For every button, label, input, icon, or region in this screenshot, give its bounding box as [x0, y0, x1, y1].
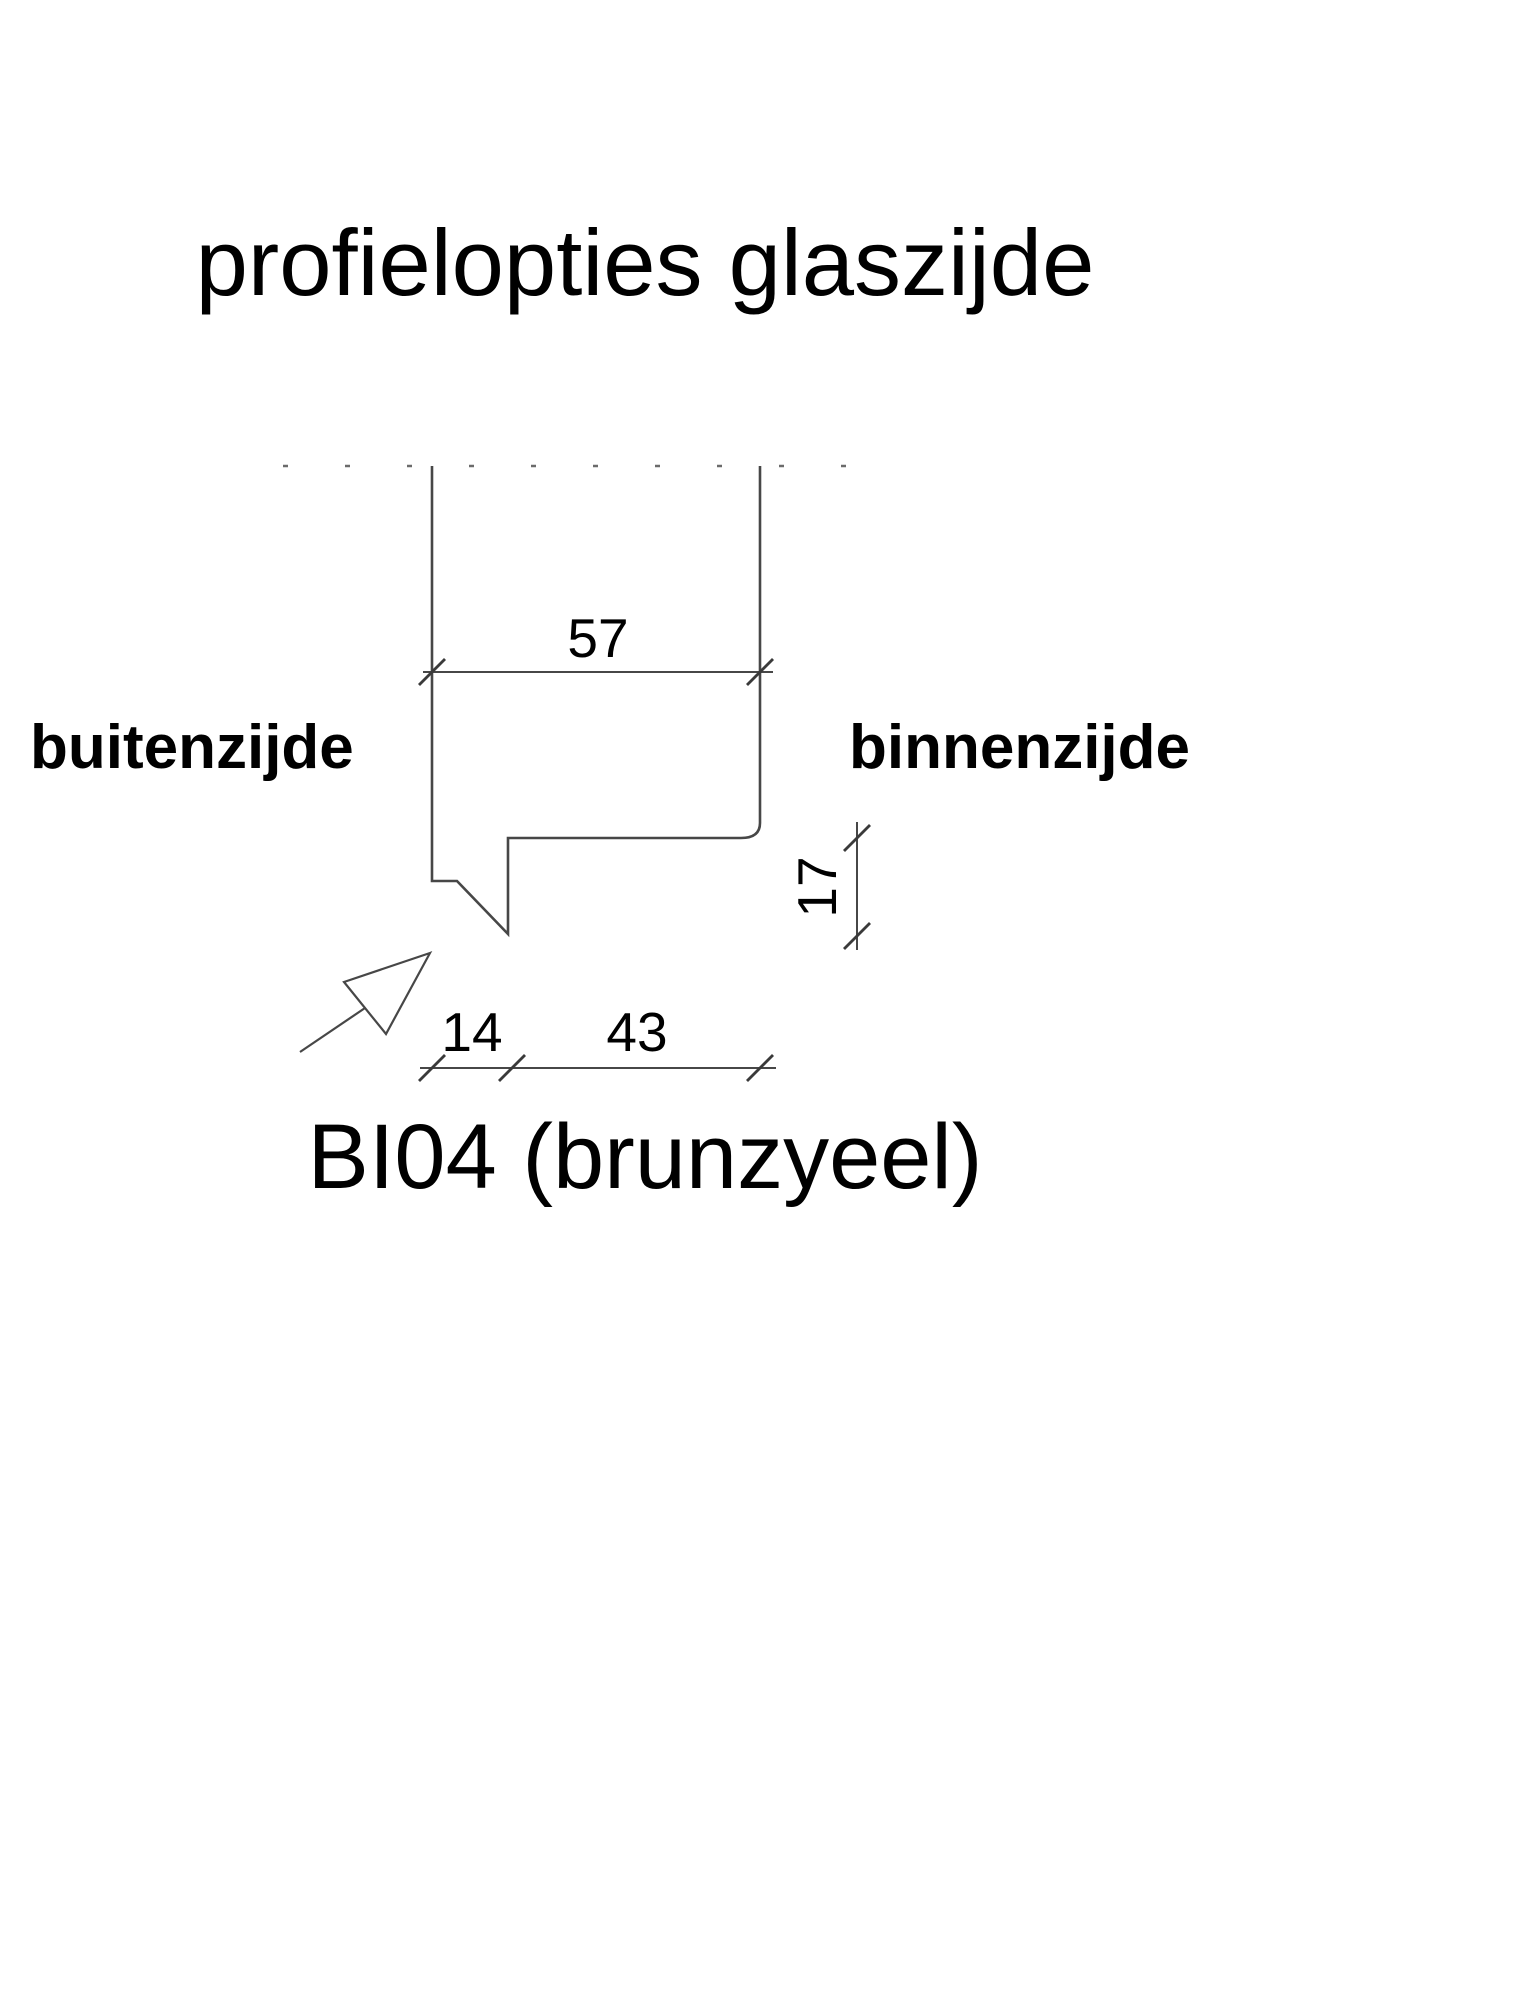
dimension-value-right-height: 17: [786, 856, 848, 917]
dimension-value-bottom-left: 14: [441, 1001, 502, 1063]
direction-arrow-head-icon: [342, 951, 433, 1036]
drawing-title: profielopties glaszijde: [196, 210, 1095, 315]
direction-arrow-tail: [299, 1007, 366, 1053]
dimension-tick-bottom-left: [418, 1054, 446, 1082]
dimension-tick-right-bottom: [843, 922, 871, 950]
dimension-tick-top-right: [746, 658, 774, 686]
label-inside: binnenzijde: [849, 713, 1190, 782]
profile-caption: BI04 (brunzyeel): [308, 1106, 983, 1208]
dimension-value-top-width: 57: [567, 607, 628, 669]
profile-outline: [430, 466, 762, 938]
dimension-tick-bottom-middle: [498, 1054, 526, 1082]
dimension-tick-right-top: [843, 824, 871, 852]
dimension-tick-top-left: [418, 658, 446, 686]
dimension-tick-bottom-right: [746, 1054, 774, 1082]
label-outside: buitenzijde: [30, 713, 354, 782]
dimension-value-bottom-right: 43: [606, 1001, 667, 1063]
